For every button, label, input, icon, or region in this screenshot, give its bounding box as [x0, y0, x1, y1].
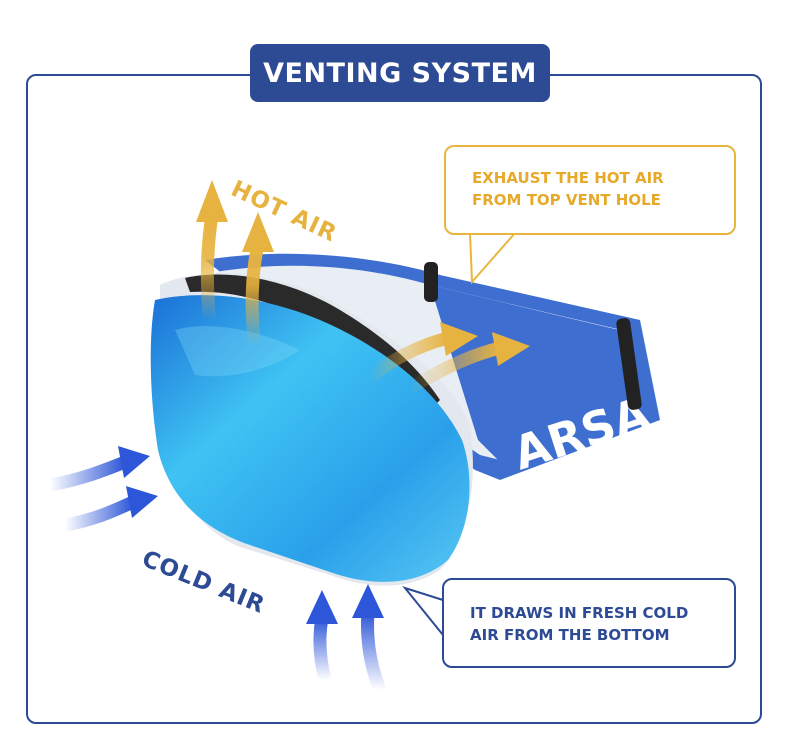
page-title: VENTING SYSTEM — [250, 44, 550, 102]
exhaust-callout: EXHAUST THE HOT AIR FROM TOP VENT HOLE — [444, 145, 736, 235]
callout-top-pointer — [468, 232, 518, 285]
hot-air-arrows — [196, 180, 530, 394]
cold-air-arrows — [48, 446, 387, 693]
callout-bottom-pointer — [402, 586, 444, 638]
intake-callout: IT DRAWS IN FRESH COLD AIR FROM THE BOTT… — [442, 578, 736, 668]
